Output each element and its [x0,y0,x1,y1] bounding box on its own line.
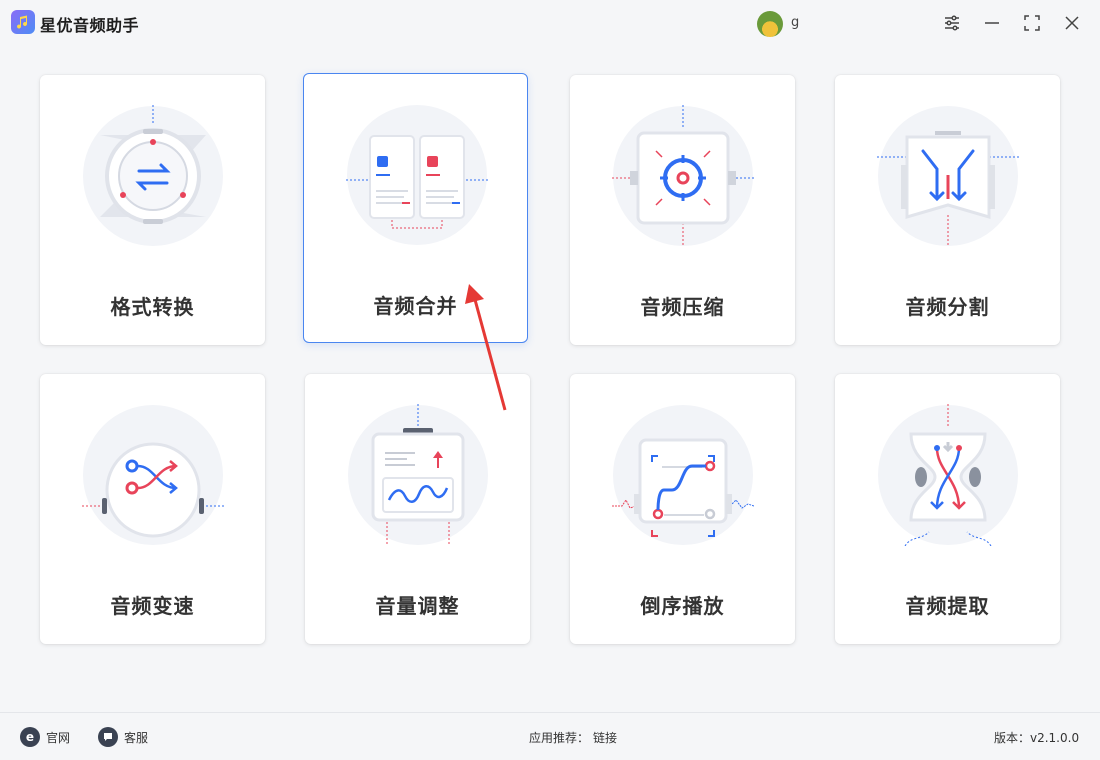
audio-extract-icon [878,404,1018,546]
recommend-link[interactable]: 链接 [593,731,618,745]
reverse-play-icon [612,405,754,545]
card-label: 音频合并 [373,294,458,318]
card-audio-compress[interactable]: 音频压缩 [570,75,795,345]
card-label: 音频压缩 [640,295,725,319]
chat-icon [98,727,118,747]
audio-compress-icon [612,105,754,247]
audio-speed-icon [82,405,224,545]
app-title: 星优音频助手 [40,16,140,35]
card-label: 音频分割 [905,295,990,319]
card-label: 音频变速 [110,594,195,618]
volume-adjust-icon [348,404,488,546]
avatar[interactable] [757,11,783,37]
format-convert-icon [83,105,223,246]
support-label: 客服 [124,730,149,745]
card-label: 格式转换 [110,295,195,319]
support-link[interactable]: 客服 [98,727,148,747]
title-bar: 星优音频助手 g [0,0,1100,48]
close-button[interactable] [1060,11,1084,35]
website-label: 官网 [46,730,71,745]
card-audio-extract[interactable]: 音频提取 [835,374,1060,644]
minimize-icon [985,22,999,24]
music-note-icon [17,15,28,29]
app-logo [11,10,35,34]
sliders-icon [945,15,959,31]
user-account[interactable]: g [757,10,932,38]
version-text: 版本：v2.1.0.0 [994,731,1080,745]
card-audio-speed[interactable]: 音频变速 [40,374,265,644]
footer: e 官网 客服 应用推荐： 链接 版本：v2.1.0.0 [0,712,1100,760]
audio-split-icon [877,106,1019,247]
card-format-convert[interactable]: 格式转换 [40,75,265,345]
card-label: 音量调整 [375,594,460,618]
close-icon [1065,16,1079,30]
card-audio-split[interactable]: 音频分割 [835,75,1060,345]
card-reverse-play[interactable]: 倒序播放 [570,374,795,644]
card-audio-merge[interactable]: 音频合并 [303,73,528,343]
maximize-button[interactable] [1020,11,1044,35]
recommend-label: 应用推荐： [529,731,590,745]
website-link[interactable]: e 官网 [20,727,70,747]
card-volume-adjust[interactable]: 音量调整 [305,374,530,644]
website-icon: e [20,727,40,747]
fullscreen-icon [1024,15,1040,31]
audio-merge-icon [346,105,488,245]
user-name: g [791,15,800,30]
settings-button[interactable] [940,11,964,35]
minimize-button[interactable] [980,11,1004,35]
card-label: 音频提取 [905,594,990,618]
card-label: 倒序播放 [640,594,725,618]
